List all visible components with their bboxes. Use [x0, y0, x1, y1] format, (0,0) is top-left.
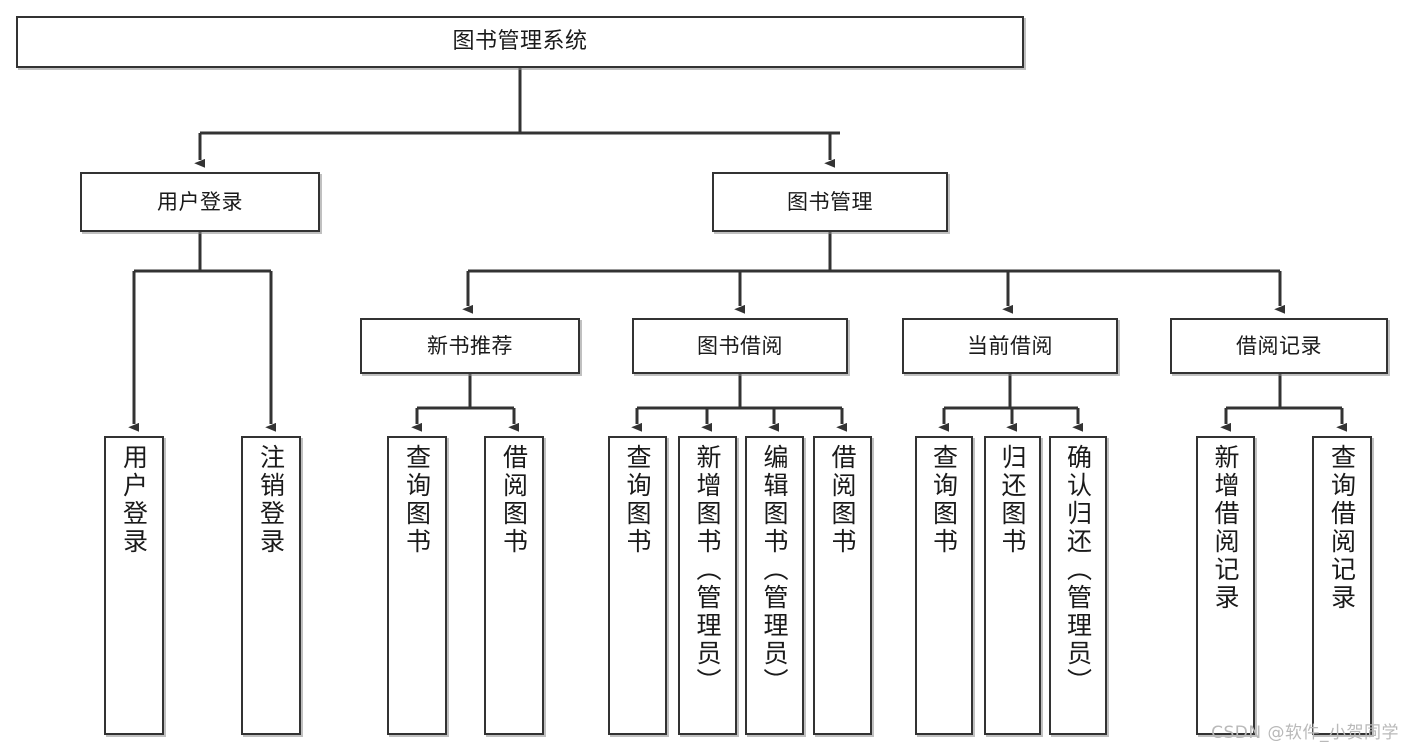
node-book-borrowing-label: 图书借阅 [697, 333, 783, 358]
leaf-add-book[interactable]: 新增图书（管理员） [678, 436, 737, 735]
leaf-query-record-label: 查询借阅记录 [1327, 444, 1357, 612]
leaf-borrow-book-b[interactable]: 借阅图书 [813, 436, 872, 735]
node-root-label: 图书管理系统 [452, 29, 588, 55]
node-borrowing-record[interactable]: 借阅记录 [1170, 318, 1388, 374]
leaf-query-record[interactable]: 查询借阅记录 [1312, 436, 1372, 735]
leaf-query-book-c[interactable]: 查询图书 [915, 436, 973, 735]
leaf-edit-book[interactable]: 编辑图书（管理员） [745, 436, 804, 735]
leaf-borrow-book-a[interactable]: 借阅图书 [484, 436, 544, 735]
leaf-query-book-b-label: 查询图书 [623, 444, 652, 556]
node-borrowing-record-label: 借阅记录 [1236, 333, 1322, 358]
node-new-book-recommendation-label: 新书推荐 [427, 333, 513, 358]
leaf-logout-label: 注销登录 [256, 444, 286, 556]
leaf-return-book[interactable]: 归还图书 [984, 436, 1041, 735]
node-root-book-management-system[interactable]: 图书管理系统 [16, 16, 1024, 68]
leaf-confirm-return-label: 确认归还（管理员） [1063, 444, 1093, 696]
node-user-login-label: 用户登录 [157, 189, 243, 214]
leaf-logout[interactable]: 注销登录 [241, 436, 301, 735]
leaf-borrow-book-b-label: 借阅图书 [828, 444, 857, 556]
node-current-borrowing[interactable]: 当前借阅 [902, 318, 1118, 374]
leaf-query-book-a-label: 查询图书 [402, 444, 432, 556]
leaf-user-login[interactable]: 用户登录 [104, 436, 164, 735]
node-book-management-label: 图书管理 [787, 189, 873, 214]
leaf-add-book-label: 新增图书（管理员） [693, 444, 722, 696]
leaf-confirm-return[interactable]: 确认归还（管理员） [1049, 436, 1107, 735]
leaf-edit-book-label: 编辑图书（管理员） [760, 444, 789, 696]
node-new-book-recommendation[interactable]: 新书推荐 [360, 318, 580, 374]
leaf-add-record[interactable]: 新增借阅记录 [1196, 436, 1255, 735]
leaf-query-book-a[interactable]: 查询图书 [387, 436, 447, 735]
node-current-borrowing-label: 当前借阅 [967, 333, 1053, 358]
leaf-query-book-c-label: 查询图书 [929, 444, 959, 556]
leaf-borrow-book-a-label: 借阅图书 [499, 444, 529, 556]
node-user-login[interactable]: 用户登录 [80, 172, 320, 232]
leaf-add-record-label: 新增借阅记录 [1211, 444, 1240, 612]
leaf-query-book-b[interactable]: 查询图书 [608, 436, 667, 735]
node-book-management[interactable]: 图书管理 [712, 172, 948, 232]
node-book-borrowing[interactable]: 图书借阅 [632, 318, 848, 374]
leaf-return-book-label: 归还图书 [998, 444, 1027, 556]
leaf-user-login-label: 用户登录 [119, 444, 149, 556]
